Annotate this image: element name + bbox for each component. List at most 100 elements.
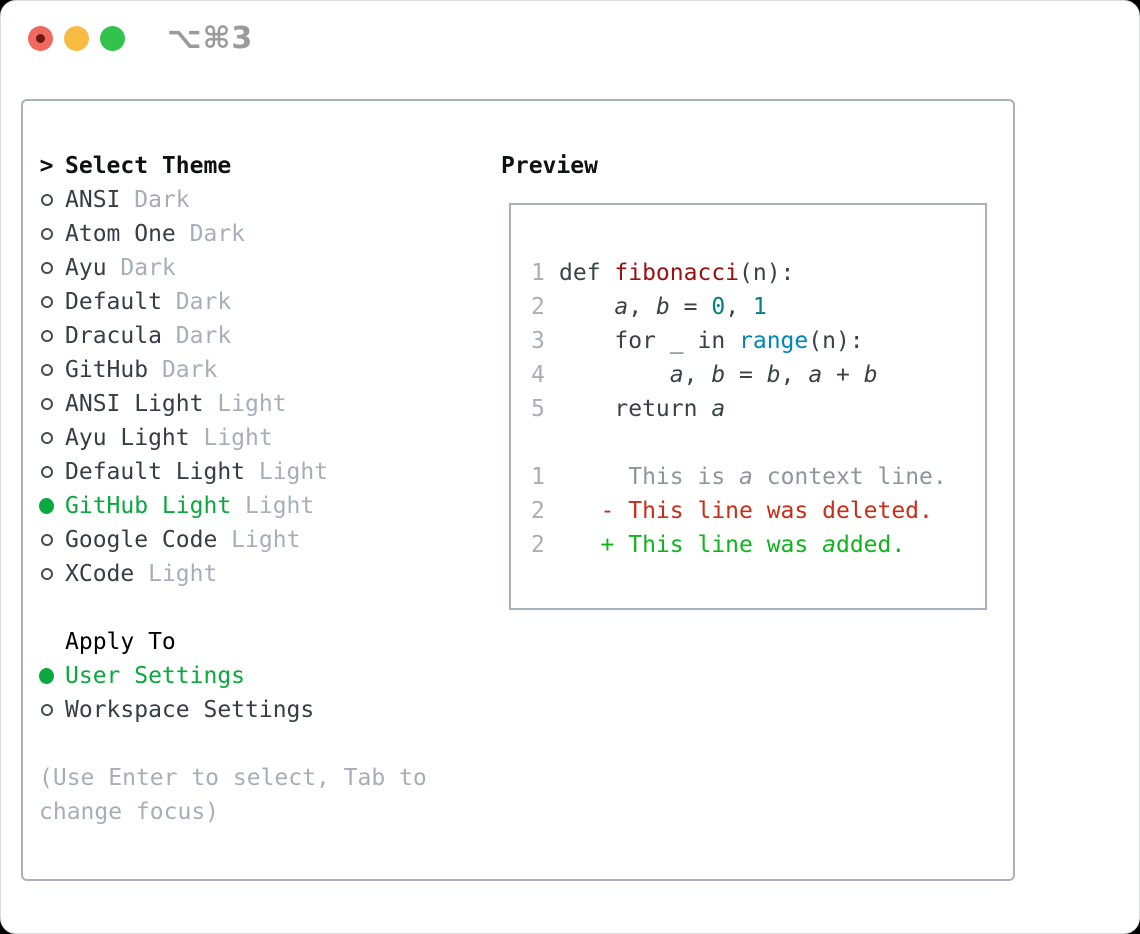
title-bar: ⌥⌘3 [1,1,1139,76]
theme-name: ANSI Light [65,391,204,417]
theme-name: Default [65,289,162,315]
apply-to-option[interactable]: Workspace Settings [39,693,427,727]
theme-variant-label: Light [134,561,218,587]
code-text: + This line was added. [559,532,906,558]
code-text: This is a context line. [559,464,947,490]
theme-name: XCode [65,561,135,587]
theme-name: Ayu [65,255,107,281]
theme-variant-label: Light [231,493,315,519]
theme-variant-label: Light [217,527,301,553]
theme-option[interactable]: GitHub Light Light [39,489,427,523]
code-text: def fibonacci(n): [559,260,795,286]
theme-option[interactable]: GitHub Dark [39,353,427,387]
line-number: 4 [531,362,545,388]
preview-blank-line [531,426,985,460]
minimize-button[interactable] [64,26,89,51]
radio-selected-icon[interactable] [39,498,54,514]
theme-name: Dracula [65,323,162,349]
preview-code-line: 1 def fibonacci(n): [531,256,985,290]
code-text: for _ in range(n): [559,328,864,354]
theme-name: Google Code [65,527,218,553]
preview-column: Preview [501,149,598,183]
spacer [39,591,427,625]
theme-name: Atom One [65,221,176,247]
theme-variant-label: Dark [161,289,232,315]
apply-to-header: Apply To [65,629,176,655]
apply-to-header-row: Apply To [39,625,427,659]
theme-option[interactable]: Dracula Dark [39,319,427,353]
theme-variant-label: Dark [161,323,232,349]
theme-variant-label: Light [245,459,329,485]
radio-unselected-icon[interactable] [40,398,53,410]
zoom-button[interactable] [100,26,125,51]
line-number: 1 [531,260,545,286]
code-text: return a [559,396,726,422]
apply-to-label: Workspace Settings [65,697,315,723]
close-button[interactable] [28,26,53,51]
theme-name: GitHub [65,357,149,383]
theme-name: GitHub Light [65,493,232,519]
radio-unselected-icon[interactable] [40,364,53,376]
apply-to-label: User Settings [65,663,246,689]
preview-header: Preview [501,153,598,179]
hint-text-line-1: (Use Enter to select, Tab to [39,765,427,791]
theme-name: Default Light [65,459,246,485]
preview-code-line: 1 This is a context line. [531,460,985,494]
theme-option[interactable]: Default Light Light [39,455,427,489]
preview-code-line: 3 for _ in range(n): [531,324,985,358]
code-text: - This line was deleted. [559,498,933,524]
radio-unselected-icon[interactable] [40,466,53,478]
preview-code-line: 2 - This line was deleted. [531,494,985,528]
theme-variant-label: Dark [120,187,190,213]
hint-text-line-2: change focus) [39,799,220,825]
preview-code-line: 5 return a [531,392,985,426]
theme-variant-label: Dark [148,357,218,383]
select-theme-header-row: > Select Theme [39,149,427,183]
radio-unselected-icon[interactable] [40,194,53,206]
line-number: 2 [531,294,545,320]
radio-selected-icon[interactable] [39,668,54,684]
theme-option[interactable]: Google Code Light [39,523,427,557]
radio-unselected-icon[interactable] [40,296,53,308]
theme-option[interactable]: Atom One Dark [39,217,427,251]
radio-unselected-icon[interactable] [40,228,53,240]
theme-option[interactable]: Default Dark [39,285,427,319]
preview-code-line: 2 + This line was added. [531,528,985,562]
line-number: 2 [531,498,545,524]
theme-option[interactable]: ANSI Dark [39,183,427,217]
code-text: a, b = 0, 1 [614,294,767,320]
radio-unselected-icon[interactable] [40,330,53,342]
theme-option[interactable]: ANSI Light Light [39,387,427,421]
line-number: 3 [531,328,545,354]
radio-unselected-icon[interactable] [40,568,53,580]
spacer [39,727,427,761]
prompt-chevron-icon: > [39,153,54,179]
code-text: a, b = b, a + b [669,362,878,388]
theme-variant-label: Light [189,425,273,451]
preview-code-line: 4 a, b = b, a + b [531,358,985,392]
window-shortcut-label: ⌥⌘3 [167,21,254,56]
preview-code-line: 2 a, b = 0, 1 [531,290,985,324]
theme-option[interactable]: Ayu Light Light [39,421,427,455]
line-number: 5 [531,396,545,422]
theme-variant-label: Dark [175,221,246,247]
radio-unselected-icon[interactable] [40,432,53,444]
theme-name: ANSI [65,187,121,213]
apply-to-option[interactable]: User Settings [39,659,427,693]
line-number: 1 [531,464,545,490]
radio-unselected-icon[interactable] [40,534,53,546]
radio-unselected-icon[interactable] [40,262,53,274]
theme-option[interactable]: Ayu Dark [39,251,427,285]
select-theme-header: Select Theme [65,153,232,179]
line-number: 2 [531,532,545,558]
theme-option[interactable]: XCode Light [39,557,427,591]
theme-variant-label: Light [203,391,287,417]
radio-unselected-icon[interactable] [40,704,53,716]
